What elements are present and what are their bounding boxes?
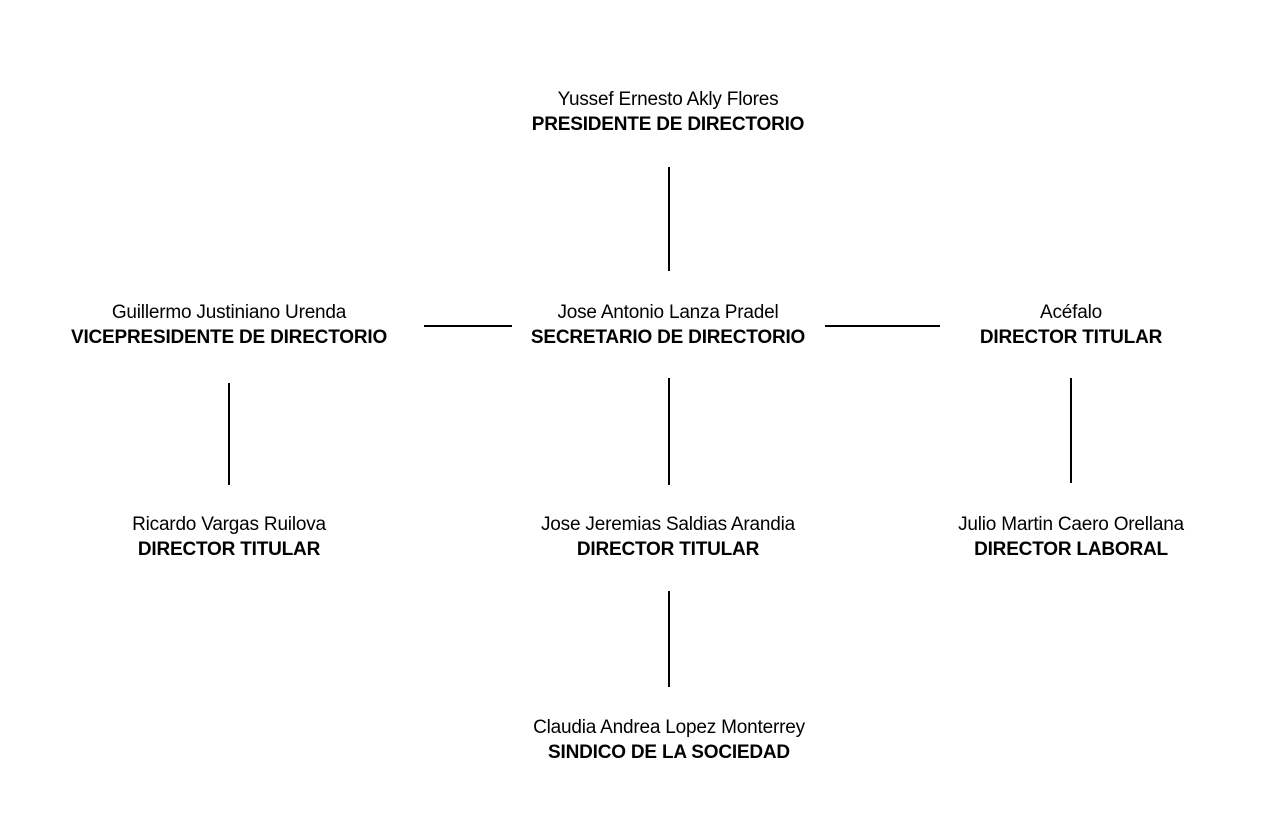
person-title: PRESIDENTE DE DIRECTORIO [531,114,805,135]
person-title: SINDICO DE LA SOCIEDAD [548,742,790,763]
person-name: Acéfalo [1040,302,1102,323]
org-node-sindico: Claudia Andrea Lopez Monterrey SINDICO D… [533,715,805,765]
org-node-presidente: Yussef Ernesto Akly Flores PRESIDENTE DE… [532,87,805,137]
person-name: Jose Antonio Lanza Pradel [557,302,779,323]
connector-director-titular-acefalo-director-laboral [1070,378,1072,483]
person-title: DIRECTOR LABORAL [974,539,1168,560]
org-node-director-titular-acefalo: Acéfalo DIRECTOR TITULAR [980,300,1162,350]
org-node-vicepresidente: Guillermo Justiniano Urenda VICEPRESIDEN… [71,300,387,350]
org-node-secretario: Jose Antonio Lanza Pradel SECRETARIO DE … [531,300,805,350]
person-title: SECRETARIO DE DIRECTORIO [530,327,806,348]
person-name: Julio Martin Caero Orellana [958,514,1184,535]
connector-presidente-secretario [668,167,670,271]
person-title: DIRECTOR TITULAR [979,327,1163,348]
person-name: Yussef Ernesto Akly Flores [557,89,779,110]
person-title: VICEPRESIDENTE DE DIRECTORIO [70,327,388,348]
org-node-director-titular-ricardo: Ricardo Vargas Ruilova DIRECTOR TITULAR [132,512,326,562]
person-title: DIRECTOR TITULAR [576,539,760,560]
org-node-director-titular-jose: Jose Jeremias Saldias Arandia DIRECTOR T… [541,512,795,562]
person-title: DIRECTOR TITULAR [137,539,321,560]
person-name: Jose Jeremias Saldias Arandia [540,514,796,535]
connector-secretario-director-titular-acefalo [825,325,940,327]
person-name: Ricardo Vargas Ruilova [132,514,326,535]
connector-vicepresidente-director-titular-ricardo [228,383,230,485]
connector-secretario-director-titular-jose [668,378,670,485]
person-name: Claudia Andrea Lopez Monterrey [533,717,805,738]
connector-vicepresidente-secretario [424,325,512,327]
person-name: Guillermo Justiniano Urenda [111,302,347,323]
org-node-director-laboral: Julio Martin Caero Orellana DIRECTOR LAB… [958,512,1184,562]
connector-director-titular-jose-sindico [668,591,670,687]
